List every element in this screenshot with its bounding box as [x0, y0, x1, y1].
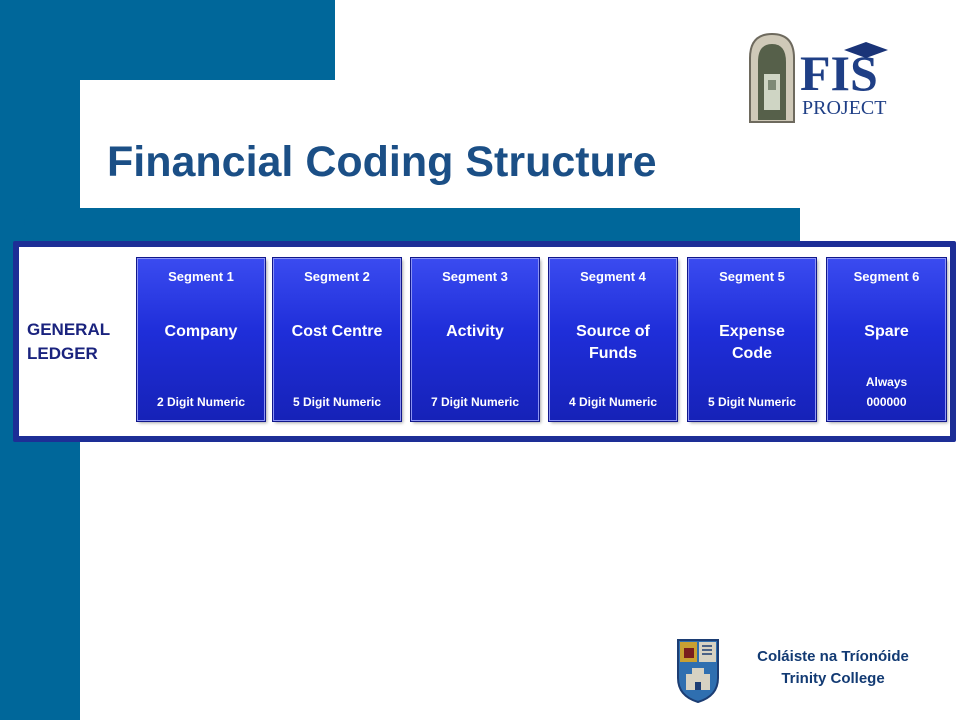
- college-name-irish: Coláiste na Tríonóide: [757, 648, 909, 665]
- general-ledger-label-line1: GENERAL: [27, 320, 111, 339]
- segment-format: 2 Digit Numeric: [156, 395, 246, 409]
- segment-2-box: Segment 2 Cost Centre 5 Digit Numeric: [273, 258, 401, 421]
- segment-6-box: Segment 6 Spare Always 000000: [827, 258, 946, 421]
- trinity-college-crest-icon: [677, 639, 719, 704]
- segment-header: Segment 3: [442, 269, 508, 284]
- college-name: Coláiste na Tríonóide Trinity College: [728, 646, 938, 690]
- segment-format: 5 Digit Numeric: [707, 395, 797, 409]
- segment-3-box: Segment 3 Activity 7 Digit Numeric: [411, 258, 539, 421]
- segment-name: Cost Centre: [291, 323, 383, 340]
- segment-header: Segment 6: [853, 269, 920, 284]
- segment-format: 7 Digit Numeric: [430, 395, 520, 409]
- segment-name: Expense Code: [719, 323, 785, 362]
- segment-format: 5 Digit Numeric: [292, 395, 382, 409]
- content-corner: [80, 80, 140, 140]
- fis-project-logo: FIS PROJECT: [742, 28, 918, 124]
- segment-5-box: Segment 5 Expense Code 5 Digit Numeric: [688, 258, 816, 421]
- segment-name: Source of Funds: [576, 323, 650, 362]
- slide-title: Financial Coding Structure: [107, 138, 657, 186]
- college-name-english: Trinity College: [781, 670, 885, 687]
- segment-header: Segment 4: [580, 269, 646, 284]
- segment-format: Always 000000: [865, 375, 908, 409]
- segment-name: Company: [164, 323, 238, 340]
- segment-header: Segment 1: [168, 269, 234, 284]
- segment-1-box: Segment 1 Company 2 Digit Numeric: [137, 258, 265, 421]
- top-accent-bar: [80, 0, 335, 80]
- segment-name: Spare: [864, 323, 909, 340]
- segment-format: 4 Digit Numeric: [568, 395, 658, 409]
- general-ledger-label: GENERAL LEDGER: [27, 318, 137, 366]
- general-ledger-label-line2: LEDGER: [27, 344, 98, 363]
- title-underline-bar: [24, 208, 800, 241]
- segment-4-box: Segment 4 Source of Funds 4 Digit Numeri…: [549, 258, 677, 421]
- segment-name: Activity: [446, 323, 504, 340]
- svg-text:PROJECT: PROJECT: [802, 97, 886, 119]
- segment-header: Segment 5: [719, 269, 785, 284]
- segment-header: Segment 2: [304, 269, 370, 284]
